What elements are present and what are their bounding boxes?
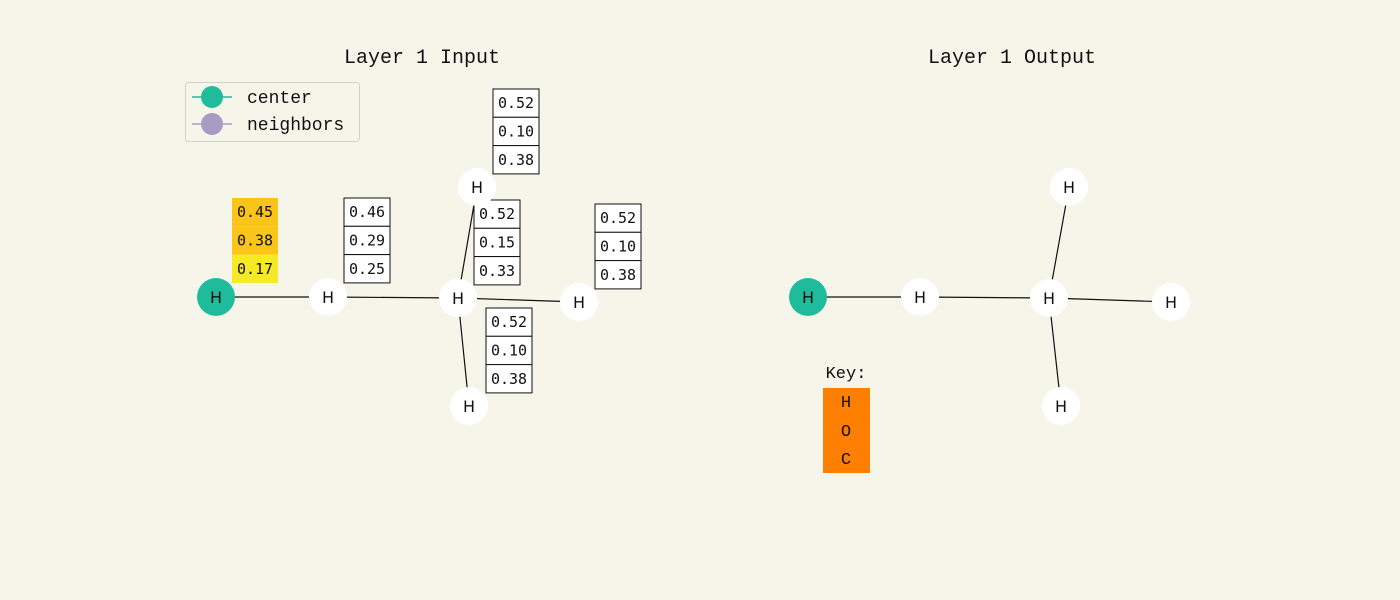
feature-cell-value: 0.25 [349, 260, 385, 278]
right-atoms: H H H H H H [789, 168, 1190, 425]
feature-cell-bg [343, 254, 391, 284]
left-atom-2-node [439, 279, 477, 317]
feature-cell-bg [594, 231, 642, 262]
feature-cell-value: 0.10 [498, 122, 534, 140]
left-bond-3 [457, 297, 580, 303]
right-panel: Layer 1 Output H H H H H H Key: H O C [789, 47, 1190, 473]
left-atom-3-label: H [471, 178, 483, 197]
legend-neighbors-label: neighbors [247, 116, 344, 136]
left-atom-1-node [309, 278, 347, 316]
right-atom-3-node [1050, 168, 1088, 206]
feature-cell-bg [232, 198, 278, 227]
left-atom-3-node [458, 168, 496, 206]
feature-cell-bg [492, 116, 540, 147]
left-atom-4: H [560, 283, 598, 321]
right-bond-1 [919, 296, 1050, 299]
left-panel-title: Layer 1 Input [344, 47, 500, 70]
left-atom-1-label: H [322, 288, 334, 307]
legend: center neighbors [185, 82, 360, 142]
key-label: Key: [826, 365, 867, 384]
left-atom-1: H [309, 278, 347, 316]
feature-cell-bg [485, 364, 533, 394]
right-atom-4-label: H [1165, 293, 1177, 312]
left-atom-4-label: H [573, 293, 585, 312]
feature-cell-bg [492, 145, 540, 175]
legend-neighbors-marker [201, 113, 223, 135]
feature-cell-bg [594, 260, 642, 290]
left-atom-4-node [560, 283, 598, 321]
feature-cell-value: 0.52 [498, 94, 534, 112]
left-atom-0-label: H [210, 288, 222, 307]
feature-cell-value: 0.46 [349, 203, 385, 221]
right-atom-5-node [1042, 387, 1080, 425]
feature-cell-value: 0.52 [600, 209, 636, 227]
left-bond-1 [327, 296, 459, 299]
feature-cell-value: 0.52 [479, 205, 515, 223]
key: Key: H O C [823, 365, 870, 473]
feature-box-atom-1: 0.46 0.29 0.25 [343, 197, 391, 284]
left-atom-2-label: H [452, 289, 464, 308]
right-bond-3 [1048, 297, 1172, 303]
left-atom-0-node [197, 278, 235, 316]
feature-cell-value: 0.33 [479, 262, 515, 280]
feature-cell-value: 0.10 [491, 341, 527, 359]
feature-cell-bg [485, 307, 533, 337]
feature-cell-value: 0.38 [237, 231, 273, 249]
right-atom-5-label: H [1055, 397, 1067, 416]
legend-center-label: center [247, 89, 312, 109]
feature-box-atom-3: 0.52 0.10 0.38 [492, 88, 540, 175]
right-atom-3: H [1050, 168, 1088, 206]
left-atoms: H H H H H H [197, 168, 598, 425]
feature-cell-value: 0.45 [237, 203, 273, 221]
legend-center-marker [201, 86, 223, 108]
key-item-o: O [841, 423, 851, 442]
feature-cell-value: 0.10 [600, 237, 636, 255]
key-swatch [823, 388, 870, 473]
feature-box-atom-4: 0.52 0.10 0.38 [594, 203, 642, 290]
right-atom-5: H [1042, 387, 1080, 425]
key-item-c: C [841, 451, 851, 470]
feature-cell-bg [473, 256, 521, 286]
left-atom-5: H [450, 387, 488, 425]
feature-cell-value: 0.29 [349, 231, 385, 249]
left-panel: Layer 1 Input center neighbors 0.450.380… [185, 47, 642, 425]
feature-cell-value: 0.38 [491, 370, 527, 388]
feature-cell-bg [485, 335, 533, 366]
feature-box-atom-0: 0.45 0.38 0.17 [232, 198, 278, 283]
feature-cell-value: 0.15 [479, 233, 515, 251]
feature-cell-bg [473, 227, 521, 258]
left-atom-2: H [439, 279, 477, 317]
right-atom-0: H [789, 278, 827, 316]
feature-box-atom-5: 0.52 0.10 0.38 [485, 307, 533, 394]
left-feature-boxes: 0.450.380.170.460.290.250.520.100.380.52… [232, 88, 642, 394]
feature-cell-value: 0.38 [498, 151, 534, 169]
left-atom-0: H [197, 278, 235, 316]
right-atom-4: H [1152, 283, 1190, 321]
right-atom-2-label: H [1043, 289, 1055, 308]
right-atom-3-label: H [1063, 178, 1075, 197]
left-atom-5-label: H [463, 397, 475, 416]
feature-cell-bg [232, 226, 278, 255]
right-atom-4-node [1152, 283, 1190, 321]
right-panel-title: Layer 1 Output [928, 47, 1096, 70]
right-atom-0-node [789, 278, 827, 316]
feature-cell-value: 0.17 [237, 260, 273, 278]
right-atom-1-node [901, 278, 939, 316]
right-atom-2-node [1030, 279, 1068, 317]
left-atom-3: H [458, 168, 496, 206]
feature-cell-value: 0.38 [600, 266, 636, 284]
right-atom-1-label: H [914, 288, 926, 307]
key-item-h: H [841, 394, 851, 413]
right-atom-0-label: H [802, 288, 814, 307]
feature-cell-value: 0.52 [491, 313, 527, 331]
feature-box-atom-2: 0.52 0.15 0.33 [473, 199, 521, 286]
feature-cell-bg [343, 225, 391, 256]
right-atom-2: H [1030, 279, 1068, 317]
left-atom-5-node [450, 387, 488, 425]
feature-cell-bg [232, 254, 278, 283]
feature-cell-bg [343, 197, 391, 227]
right-atom-1: H [901, 278, 939, 316]
